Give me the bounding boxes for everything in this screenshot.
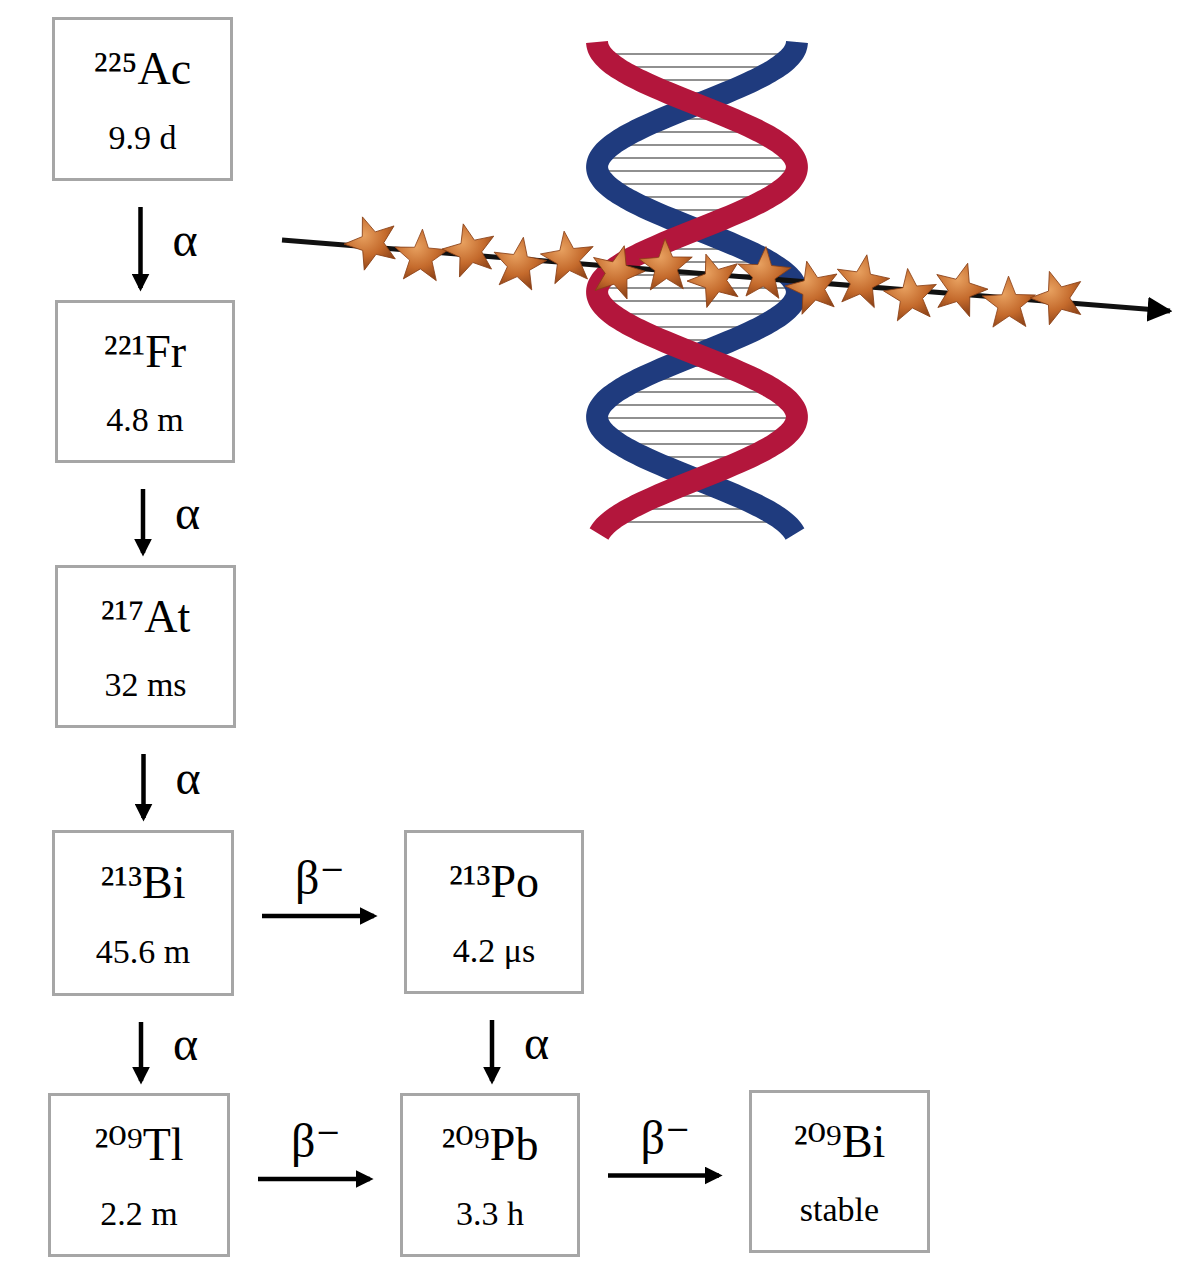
ionization-star: [781, 255, 844, 316]
half-life: 4.8 m: [106, 401, 183, 438]
nuclide-name: ²²¹Fr: [104, 327, 186, 378]
ionization-star: [982, 276, 1036, 328]
nuclide-name: ²¹³Bi: [101, 858, 186, 909]
ionization-star: [928, 256, 993, 319]
decay-arrow: [490, 1020, 495, 1081]
half-life: 3.3 h: [456, 1195, 524, 1232]
ionization-star: [538, 227, 598, 285]
nuclide-box: ²⁰⁹Bi stable: [749, 1090, 930, 1253]
base-pair: [600, 300, 795, 301]
decay-arrow: [141, 489, 146, 553]
ionization-star: [393, 228, 449, 281]
half-life: 9.9 d: [109, 119, 177, 156]
ionization-star: [736, 245, 793, 299]
nuclide-name: ²²⁵Ac: [94, 44, 191, 95]
base-pair: [612, 313, 782, 314]
decay-arrow: [141, 754, 146, 818]
nuclide-box: ²¹³Po 4.2 μs: [404, 830, 584, 994]
nuclide-name: ²⁰⁹Bi: [794, 1117, 886, 1168]
decay-mode: α: [173, 489, 202, 537]
base-pair: [602, 404, 793, 405]
decay-arrow: [138, 207, 143, 288]
base-pair: [600, 157, 795, 158]
base-pair: [609, 521, 784, 522]
nuclide-box: ²¹⁷At 32 ms: [55, 565, 236, 728]
nuclide-name: ²⁰⁹Tl: [94, 1120, 183, 1171]
half-life: stable: [800, 1191, 879, 1228]
nuclide-box: ²¹³Bi 45.6 m: [52, 830, 234, 996]
nuclide-name: ²¹³Po: [449, 857, 539, 908]
ionization-stars: [337, 208, 1090, 328]
nuclide-name: ²¹⁷At: [101, 592, 191, 643]
nuclide-box: ²⁰⁹Tl 2.2 m: [48, 1093, 230, 1257]
ionization-star: [638, 238, 693, 291]
decay-mode: β⁻: [293, 854, 347, 902]
decay-mode: β⁻: [289, 1117, 343, 1165]
half-life: 4.2 μs: [453, 932, 535, 969]
decay-arrow: [139, 1022, 144, 1081]
base-pair: [602, 53, 793, 54]
nuclide-box: ²²⁵Ac 9.9 d: [52, 17, 233, 181]
ionization-star: [337, 208, 404, 274]
decay-mode: α: [171, 1020, 200, 1068]
decay-mode: α: [174, 754, 203, 802]
ionization-star: [832, 250, 893, 309]
base-pair: [612, 144, 782, 145]
nuclide-box: ²⁰⁹Pb 3.3 h: [400, 1093, 580, 1257]
ionization-star: [437, 217, 501, 279]
ionization-star: [681, 245, 748, 310]
base-pair: [603, 430, 791, 431]
decay-arrow: [258, 1177, 370, 1182]
half-life: 32 ms: [104, 666, 186, 703]
half-life: 2.2 m: [100, 1195, 177, 1232]
ionization-star: [489, 233, 549, 291]
base-pair: [616, 66, 778, 67]
decay-mode: β⁻: [639, 1114, 693, 1162]
base-pair: [598, 170, 797, 171]
nuclide-name: ²⁰⁹Pb: [442, 1120, 539, 1171]
decay-arrow: [262, 914, 374, 919]
decay-mode: α: [522, 1019, 551, 1067]
decay-arrow: [608, 1173, 719, 1178]
decay-mode: α: [171, 216, 200, 264]
nuclide-box: ²²¹Fr 4.8 m: [55, 300, 235, 463]
ionization-star: [1024, 263, 1090, 328]
ionization-star: [881, 265, 940, 322]
base-pair: [606, 183, 788, 184]
base-pair: [616, 391, 778, 392]
base-pair: [597, 417, 797, 418]
ionization-star: [585, 239, 650, 302]
half-life: 45.6 m: [96, 933, 190, 970]
